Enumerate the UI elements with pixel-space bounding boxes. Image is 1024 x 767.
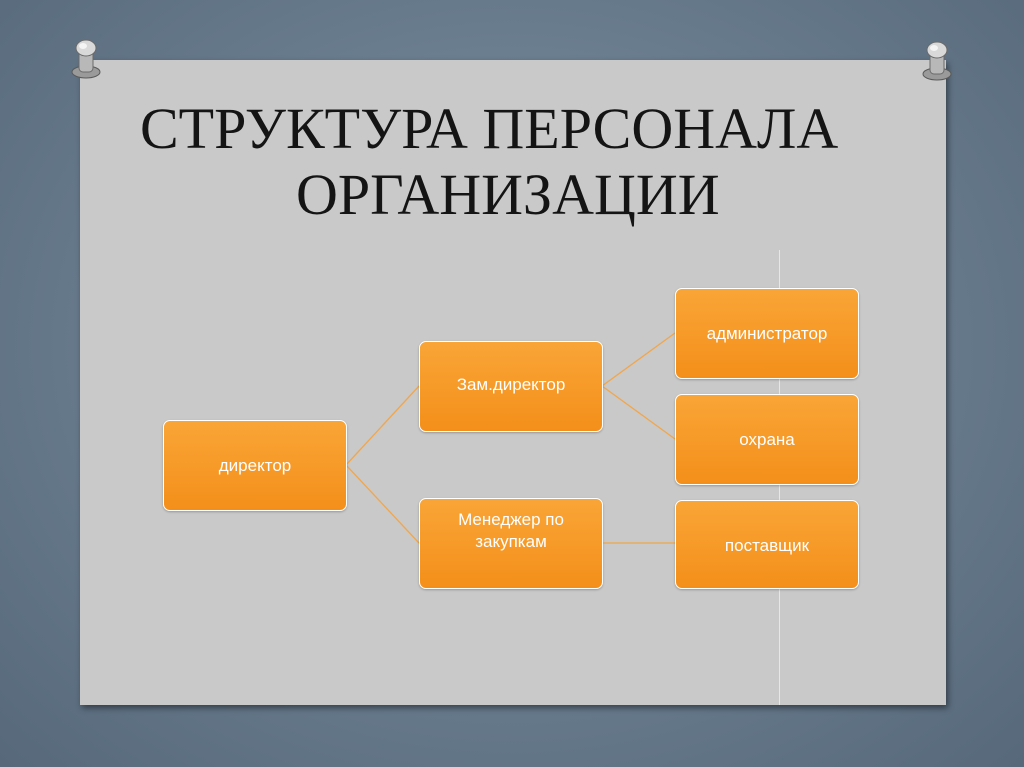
node-purchasing-manager: Менеджер по закупкам — [419, 498, 603, 589]
node-deputy-director: Зам.директор — [419, 341, 603, 432]
connector-director-manager — [345, 464, 420, 544]
node-security-label: охрана — [739, 430, 795, 449]
node-supplier: поставщик — [675, 500, 859, 589]
node-administrator: администратор — [675, 288, 859, 379]
node-security: охрана — [675, 394, 859, 485]
node-deputy-director-label: Зам.директор — [456, 375, 566, 394]
node-director: директор — [163, 420, 347, 511]
node-purchasing-manager-label: Менеджер по закупкам — [458, 510, 564, 551]
node-administrator-label: администратор — [706, 324, 828, 343]
node-director-label: директор — [218, 455, 292, 475]
slide-title-line1: СТРУКТУРА ПЕРСОНАЛА — [140, 96, 839, 161]
connector-director-deputy — [345, 385, 420, 466]
slide-title: СТРУКТУРА ПЕРСОНАЛА ОРГАНИЗАЦИИ — [140, 96, 900, 228]
slide-title-line2: ОРГАНИЗАЦИИ — [296, 162, 720, 227]
pin-right-icon — [922, 41, 952, 81]
connector-deputy-administrator — [601, 332, 676, 387]
connector-deputy-security — [601, 385, 676, 440]
node-supplier-label: поставщик — [724, 536, 810, 555]
pin-left-icon — [71, 39, 101, 79]
